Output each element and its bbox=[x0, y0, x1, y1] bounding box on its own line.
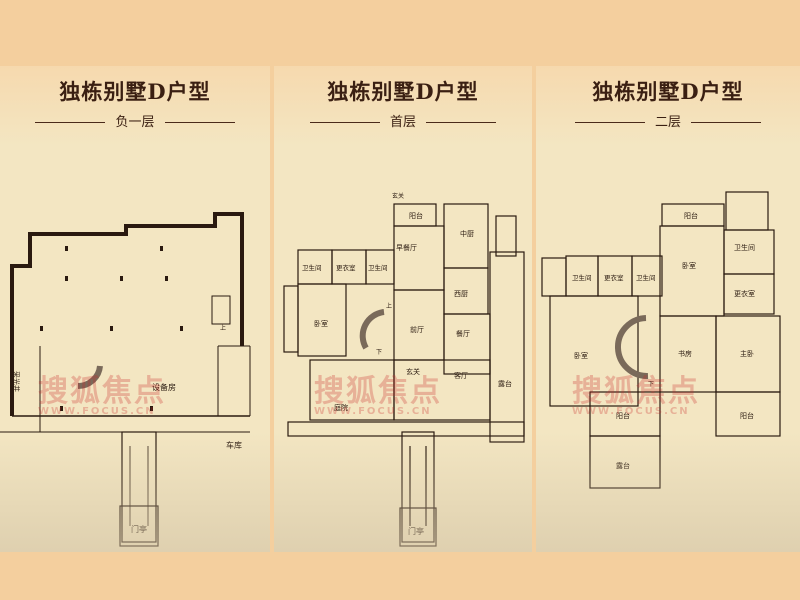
svg-text:阳台: 阳台 bbox=[409, 211, 423, 220]
panel-title: 独栋别墅D户型 bbox=[592, 79, 744, 104]
svg-text:卧室: 卧室 bbox=[574, 351, 588, 360]
svg-text:西厨: 西厨 bbox=[454, 290, 468, 298]
svg-text:主卧: 主卧 bbox=[740, 349, 754, 358]
svg-text:阳台: 阳台 bbox=[684, 211, 698, 220]
svg-text:卫生间: 卫生间 bbox=[734, 243, 755, 252]
background-scene bbox=[0, 432, 270, 552]
floorplan-second-panel: 独栋别墅D户型 二层 阳台 卫生间 卫生间 更衣室 卫生间 卧室 更衣室 bbox=[536, 66, 800, 552]
room-label: 采光井 bbox=[12, 371, 21, 392]
svg-text:卫生间: 卫生间 bbox=[636, 273, 656, 282]
svg-text:阳台: 阳台 bbox=[616, 411, 630, 420]
svg-text:阳台: 阳台 bbox=[740, 411, 754, 420]
floor-label: 二层 bbox=[536, 111, 800, 130]
floorplan-ground-panel: 独栋别墅D户型 首层 阳台 中厨 早餐厅 bbox=[274, 66, 532, 552]
floorplan-basement-panel: 独栋别墅D户型 负一层 采光井 设备房 车库 上 bbox=[0, 66, 270, 552]
svg-text:客厅: 客厅 bbox=[454, 371, 468, 380]
svg-text:玄关: 玄关 bbox=[392, 192, 404, 200]
floor-label: 首层 bbox=[274, 111, 532, 130]
svg-text:卫生间: 卫生间 bbox=[302, 263, 322, 272]
stair-label: 上 bbox=[220, 324, 226, 332]
svg-text:早餐厅: 早餐厅 bbox=[396, 243, 417, 252]
svg-text:卫生间: 卫生间 bbox=[572, 273, 592, 282]
svg-text:上: 上 bbox=[386, 302, 392, 310]
svg-text:下: 下 bbox=[376, 349, 382, 356]
panel-title: 独栋别墅D户型 bbox=[327, 79, 479, 104]
svg-text:卧室: 卧室 bbox=[314, 319, 328, 328]
panel-header: 独栋别墅D户型 首层 bbox=[274, 66, 532, 146]
ground-floorplan: 阳台 中厨 早餐厅 西厨 卫生间 更衣室 卫生间 卧室 前厅 餐厅 玄关 客厅 … bbox=[283, 192, 525, 547]
svg-text:前厅: 前厅 bbox=[410, 325, 424, 334]
svg-text:更衣室: 更衣室 bbox=[604, 273, 624, 282]
svg-text:更衣室: 更衣室 bbox=[734, 289, 755, 298]
svg-text:卫生间: 卫生间 bbox=[368, 263, 388, 272]
floor-label: 负一层 bbox=[0, 111, 270, 130]
svg-text:卧室: 卧室 bbox=[682, 261, 696, 270]
svg-text:中厨: 中厨 bbox=[460, 229, 474, 238]
svg-text:庭院: 庭院 bbox=[334, 403, 348, 412]
room-label: 设备房 bbox=[152, 382, 176, 392]
background-scene bbox=[536, 432, 800, 552]
panel-title: 独栋别墅D户型 bbox=[59, 79, 211, 104]
panel-header: 独栋别墅D户型 二层 bbox=[536, 66, 800, 146]
svg-text:露台: 露台 bbox=[498, 379, 512, 388]
background-scene bbox=[274, 432, 532, 552]
svg-text:更衣室: 更衣室 bbox=[336, 263, 356, 272]
svg-text:书房: 书房 bbox=[678, 349, 692, 358]
svg-text:餐厅: 餐厅 bbox=[456, 329, 470, 338]
svg-text:玄关: 玄关 bbox=[406, 367, 420, 376]
panel-header: 独栋别墅D户型 负一层 bbox=[0, 66, 270, 146]
svg-text:下: 下 bbox=[648, 381, 654, 388]
